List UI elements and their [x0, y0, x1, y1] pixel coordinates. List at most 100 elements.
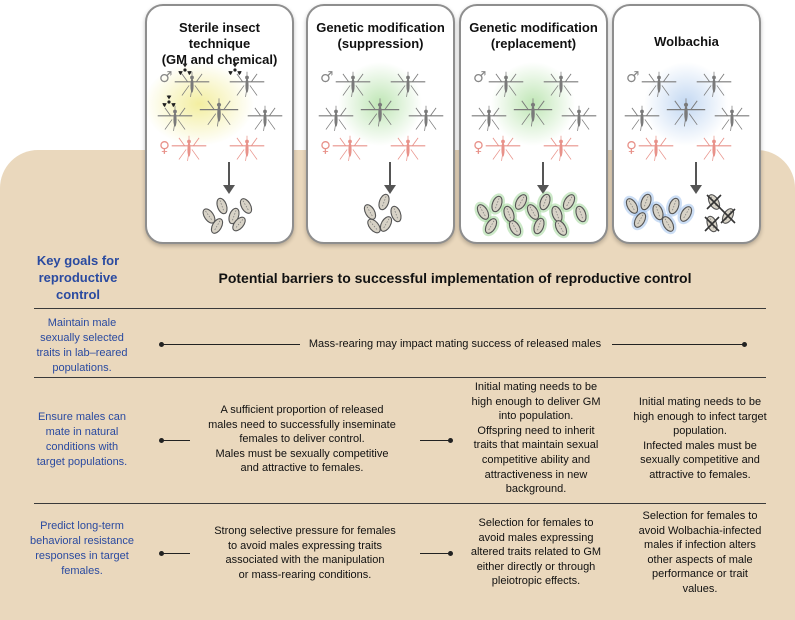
male-mosquito: [174, 71, 210, 98]
egg: [363, 204, 377, 220]
goal-ensure-mating: Ensure males can mate in natural conditi…: [36, 411, 128, 468]
panel-gm-suppression: Genetic modification (suppression) ♂ ♀: [306, 4, 455, 244]
female-mosquito: [543, 135, 579, 162]
barrier-mass-rearing: Mass-rearing may impact mating success o…: [308, 338, 602, 350]
egg: [633, 212, 647, 228]
male-mosquito: [471, 105, 507, 132]
radiation-icon: [178, 63, 192, 76]
male-mosquito: [408, 105, 444, 132]
egg: [508, 220, 522, 236]
arrow-head-icon: [690, 185, 702, 194]
connector-line: [420, 553, 450, 554]
male-mosquito: [696, 71, 732, 98]
female-symbol: ♀: [626, 138, 637, 156]
egg: [652, 203, 664, 221]
goal-maintain-male-traits: Maintain male sexually selected traits i…: [36, 317, 128, 374]
egg: [539, 193, 551, 211]
male-mosquito: [543, 71, 579, 98]
barrier-sit-mating: A sufficient proportion of released male…: [208, 404, 396, 475]
male-mosquito: [247, 105, 283, 132]
egg: [232, 216, 246, 232]
male-symbol: ♂: [473, 68, 486, 86]
egg: [390, 205, 402, 223]
female-symbol: ♀: [320, 138, 331, 156]
egg: [533, 217, 545, 235]
glow-highlight: [147, 62, 254, 146]
connector-line: [160, 344, 300, 345]
panel-title: Genetic modification (suppression): [316, 20, 445, 51]
panel-title: Genetic modification (replacement): [469, 20, 598, 51]
egg-group: [623, 191, 736, 235]
row-divider: [34, 503, 766, 504]
egg: [575, 205, 587, 223]
connector-line: [612, 344, 745, 345]
radiation-icon: [228, 63, 242, 76]
barrier-gm-resistance: Selection for females to avoid males exp…: [470, 517, 602, 588]
connector-dot: [159, 551, 164, 556]
egg: [514, 194, 528, 210]
row-divider: [34, 308, 766, 309]
egg: [210, 218, 224, 234]
egg: [679, 206, 693, 222]
panel-wolbachia: Wolbachia ♂ ♀: [612, 4, 761, 244]
male-symbol: ♂: [320, 68, 333, 86]
connector-dot: [448, 438, 453, 443]
male-mosquito: [318, 105, 354, 132]
male-mosquito: [666, 98, 706, 127]
connector-dot: [159, 438, 164, 443]
female-mosquito: [229, 135, 265, 162]
egg: [668, 197, 680, 215]
male-symbol: ♂: [626, 68, 639, 86]
barrier-gm-mating: Initial mating needs to be high enough t…: [471, 381, 601, 496]
male-mosquito: [360, 98, 400, 127]
egg: [476, 204, 490, 220]
egg: [554, 220, 568, 236]
connector-line: [160, 440, 190, 441]
male-mosquito: [641, 71, 677, 98]
arrow-head-icon: [384, 185, 396, 194]
connector-dot: [742, 342, 747, 347]
goal-predict-resistance: Predict long-term behavioral resistance …: [30, 520, 134, 577]
female-mosquito: [696, 135, 732, 162]
male-mosquito: [157, 105, 193, 132]
barrier-wolbachia-resistance: Selection for females to avoid Wolbachia…: [638, 510, 762, 595]
egg: [491, 195, 503, 213]
arrow-head-icon: [537, 185, 549, 194]
egg-group: [202, 197, 253, 234]
male-symbol: ♂: [159, 68, 172, 86]
male-mosquito: [624, 105, 660, 132]
egg: [484, 218, 498, 234]
male-mosquito: [561, 105, 597, 132]
cross-icon: [720, 208, 736, 224]
female-mosquito: [171, 135, 207, 162]
egg: [239, 198, 253, 214]
egg-group: [363, 193, 402, 234]
male-mosquito: [714, 105, 750, 132]
connector-line: [420, 440, 450, 441]
key-goals-header: Key goals for reproductive control: [36, 253, 120, 302]
connector-dot: [448, 551, 453, 556]
barrier-sit-resistance: Strong selective pressure for females to…: [214, 525, 396, 581]
male-mosquito: [335, 71, 371, 98]
arrow-head-icon: [223, 185, 235, 194]
egg: [625, 198, 639, 214]
female-mosquito: [332, 135, 368, 162]
cross-icon: [704, 216, 720, 232]
egg: [379, 216, 393, 232]
female-symbol: ♀: [159, 138, 170, 156]
egg: [640, 193, 652, 211]
female-mosquito: [485, 135, 521, 162]
barriers-header: Potential barriers to successful impleme…: [218, 270, 692, 286]
male-mosquito: [488, 71, 524, 98]
male-mosquito: [513, 98, 553, 127]
panel-gm-replacement: Genetic modification (replacement) ♂♀: [459, 4, 608, 244]
mosquito-group: [624, 71, 750, 162]
panel-title: Wolbachia: [654, 34, 719, 49]
female-mosquito: [638, 135, 674, 162]
connector-dot: [159, 342, 164, 347]
egg: [367, 218, 381, 234]
egg: [378, 193, 390, 211]
radiation-icon: [162, 95, 176, 108]
egg: [551, 205, 563, 223]
egg: [661, 216, 675, 232]
